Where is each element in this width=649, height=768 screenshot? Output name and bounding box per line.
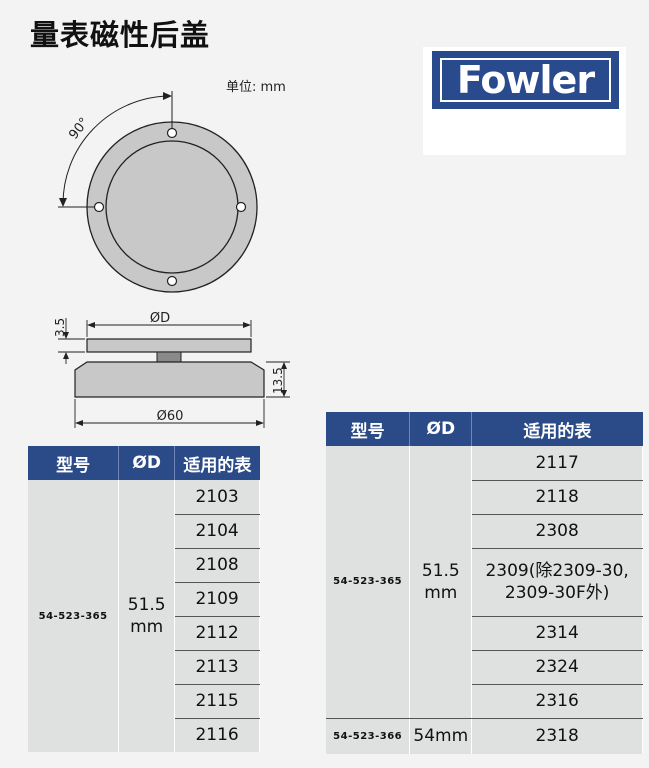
table-row: 2113	[28, 650, 260, 685]
mount-hole-left	[93, 201, 105, 213]
table-row: 2118	[326, 480, 643, 515]
spec-table-left: 型号 ØD 适用的表 54-523-365 51.5 mm 2103 2104 …	[28, 446, 260, 752]
od-cell: 51.5 mm	[409, 446, 473, 719]
mount-hole-bottom	[166, 275, 178, 287]
table-row: 2324	[326, 650, 643, 685]
gauge-cell: 2309(除2309-30, 2309-30F外)	[471, 548, 643, 617]
table-row: 2115	[28, 684, 260, 719]
table-row: 54-523-366 54mm 2318	[326, 718, 643, 754]
angle-arrow-left	[59, 198, 67, 207]
logo-text: Fowler	[440, 58, 611, 102]
header-od: ØD	[409, 412, 473, 446]
table-row: 2109	[28, 582, 260, 617]
gauge-cell: 2316	[471, 684, 643, 719]
unit-label: 单位: mm	[226, 80, 286, 95]
technical-drawing: 90° ØD 3.5 13.5 Ø60	[53, 91, 290, 428]
gauge-cell: 2318	[471, 718, 643, 754]
page-title: 量表磁性后盖	[30, 18, 211, 52]
angle-label: 90°	[66, 115, 92, 142]
side-magnet-stem	[156, 351, 182, 363]
table-row: 2104	[28, 514, 260, 549]
gauge-cell: 2103	[174, 480, 260, 515]
spec-table-right: 型号 ØD 适用的表 54-523-365 51.5 mm 2117 2118 …	[326, 412, 643, 754]
side-cap-plate	[86, 338, 252, 353]
table-row: 2309(除2309-30, 2309-30F外)	[326, 548, 643, 617]
gauge-cell: 2108	[174, 548, 260, 583]
gauge-cell: 2308	[471, 514, 643, 549]
table-row: 2108	[28, 548, 260, 583]
mount-hole-right	[235, 201, 247, 213]
dim-inner-label: ØD	[150, 311, 170, 326]
inner-disc	[105, 140, 239, 274]
gauge-cell: 2117	[471, 446, 643, 481]
gauge-cell: 2115	[174, 684, 260, 719]
gauge-cell: 2104	[174, 514, 260, 549]
gauge-cell: 2109	[174, 582, 260, 617]
header-model: 型号	[326, 412, 411, 446]
model-cell: 54-523-366	[326, 718, 411, 754]
gauge-cell: 2113	[174, 650, 260, 685]
gauge-cell: 2116	[174, 718, 260, 752]
gauge-cell: 2112	[174, 616, 260, 651]
angle-arc	[62, 95, 169, 206]
od-cell: 51.5 mm	[118, 480, 176, 752]
table-row: 2116	[28, 718, 260, 752]
header-od: ØD	[118, 446, 176, 480]
fowler-logo: Fowler	[432, 51, 619, 109]
model-cell: 54-523-365	[28, 480, 120, 752]
table-row: 2308	[326, 514, 643, 549]
gauge-cell: 2314	[471, 616, 643, 651]
table-header-row: 型号 ØD 适用的表	[326, 412, 643, 446]
table-row: 2314	[326, 616, 643, 651]
side-base	[74, 361, 265, 398]
model-cell: 54-523-365	[326, 446, 411, 719]
header-gauges: 适用的表	[174, 446, 260, 480]
gauge-cell: 2324	[471, 650, 643, 685]
table-row: 2316	[326, 684, 643, 719]
header-gauges: 适用的表	[471, 412, 643, 446]
table-header-row: 型号 ØD 适用的表	[28, 446, 260, 480]
table-row: 2112	[28, 616, 260, 651]
dim-thickness-label: 3.5	[53, 318, 67, 337]
mount-hole-top	[166, 127, 178, 139]
od-cell: 54mm	[409, 718, 473, 754]
table-row: 54-523-365 51.5 mm 2103	[28, 480, 260, 752]
header-model: 型号	[28, 446, 120, 480]
gauge-cell: 2118	[471, 480, 643, 515]
table-row: 54-523-365 51.5 mm 2117	[326, 446, 643, 719]
angle-arrow-top	[163, 92, 172, 100]
brand-logo-area: Fowler	[423, 47, 626, 155]
dim-outer-label: Ø60	[157, 409, 184, 424]
dim-height-label: 13.5	[271, 367, 285, 394]
